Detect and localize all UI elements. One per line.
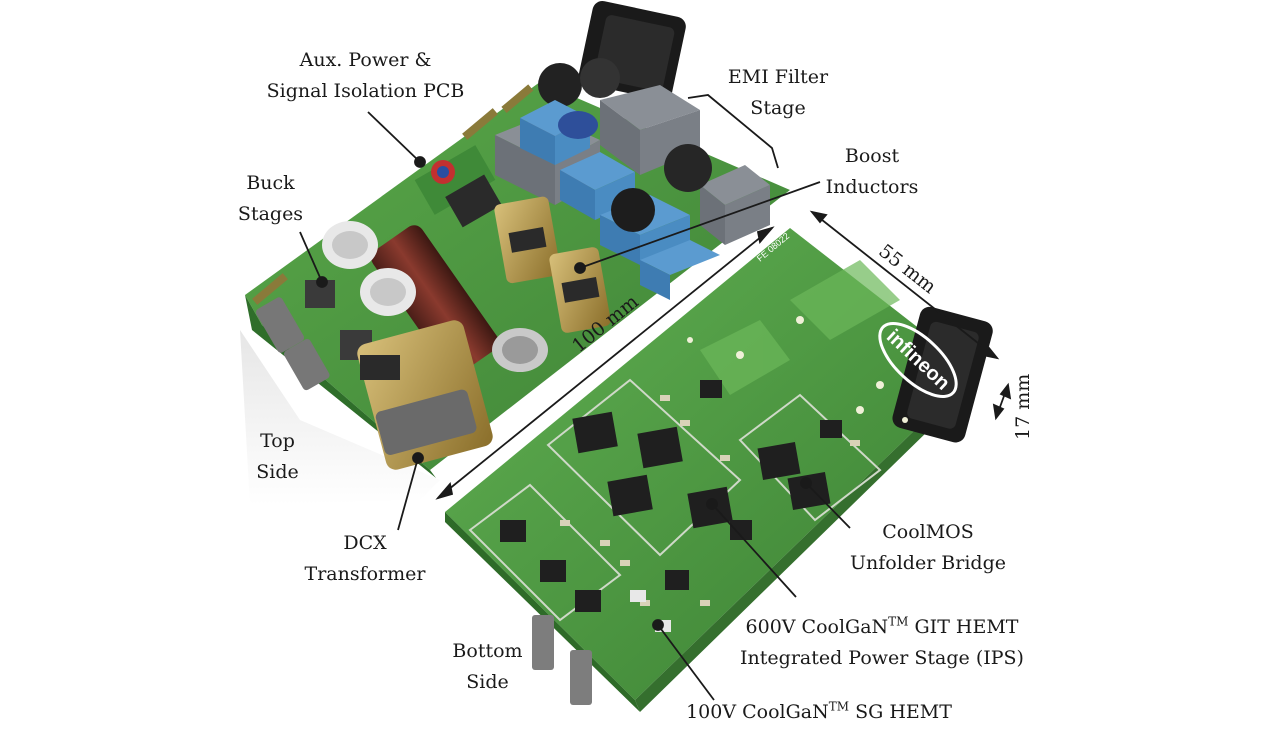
ic-packages bbox=[500, 380, 842, 612]
aux-pcb-components bbox=[414, 145, 502, 228]
bottom-board-side bbox=[635, 372, 975, 712]
coolgan-100-pre: 100V CoolGaN bbox=[686, 701, 829, 723]
label-aux-power-line2: Signal Isolation PCB bbox=[266, 80, 465, 102]
pcb-copper-pours bbox=[700, 260, 900, 395]
label-coolgan-600-line2: Integrated Power Stage (IPS) bbox=[740, 647, 1024, 669]
label-top-side-line1: Top bbox=[260, 430, 295, 452]
bottom-output-connectors bbox=[532, 615, 592, 705]
dimension-arrows bbox=[435, 210, 1012, 500]
emi-choke-1 bbox=[611, 188, 655, 232]
label-boost-inductors: Boost Inductors bbox=[822, 141, 922, 203]
coolgan-600-post: GIT HEMT bbox=[908, 616, 1019, 638]
label-dcx-transformer-line2: Transformer bbox=[304, 563, 426, 585]
top-ac-connector bbox=[538, 1, 686, 107]
label-aux-power-line1: Aux. Power & bbox=[299, 49, 432, 71]
top-edge-headers bbox=[252, 84, 534, 305]
smd-passives bbox=[560, 395, 860, 632]
label-coolmos-line1: CoolMOS bbox=[882, 521, 974, 543]
label-emi-filter-line2: Stage bbox=[750, 97, 806, 119]
coolgan-100-post: SG HEMT bbox=[849, 701, 952, 723]
label-bottom-side: Bottom Side bbox=[440, 636, 535, 698]
bottom-side-board: infineon FE 08022 bbox=[445, 228, 993, 712]
emi-filter-components bbox=[495, 85, 770, 245]
label-aux-power: Aux. Power & Signal Isolation PCB bbox=[258, 45, 473, 107]
electrolytic-capacitor bbox=[371, 225, 548, 375]
label-emi-filter-line1: EMI Filter bbox=[727, 66, 829, 88]
label-coolgan-600-line1: 600V CoolGaNTM GIT HEMT bbox=[722, 612, 1042, 643]
emi-filter-bracket bbox=[687, 94, 779, 169]
emi-choke-2 bbox=[664, 144, 712, 192]
buck-stage-components bbox=[255, 221, 416, 391]
coolgan-600-pre: 600V CoolGaN bbox=[745, 616, 889, 638]
leader-lines bbox=[299, 111, 851, 701]
dimension-height-label: 17 mm bbox=[1012, 373, 1034, 440]
label-dcx-transformer: DCX Transformer bbox=[300, 528, 430, 590]
label-top-side-line2: Side bbox=[256, 461, 299, 483]
label-coolmos: CoolMOS Unfolder Bridge bbox=[838, 517, 1018, 579]
dcx-transformer-part bbox=[357, 320, 493, 470]
label-boost-inductors-line1: Boost bbox=[844, 145, 900, 167]
label-bottom-side-line1: Bottom bbox=[452, 640, 523, 662]
coolgan-100-tm: TM bbox=[828, 699, 850, 714]
pcb-vias bbox=[687, 316, 908, 423]
bottom-ac-connector bbox=[892, 306, 993, 443]
label-coolgan-100-line1: 100V CoolGaNTM SG HEMT bbox=[664, 697, 974, 728]
top-side-board bbox=[245, 1, 790, 478]
label-boost-inductors-line2: Inductors bbox=[825, 176, 919, 198]
label-emi-filter: EMI Filter Stage bbox=[718, 62, 838, 124]
label-buck-stages: Buck Stages bbox=[228, 168, 313, 230]
label-bottom-side-line2: Side bbox=[466, 671, 509, 693]
label-dcx-transformer-line1: DCX bbox=[343, 532, 387, 554]
boost-inductors bbox=[494, 196, 611, 333]
label-buck-stages-line2: Stages bbox=[237, 203, 304, 225]
label-coolgan-600: 600V CoolGaNTM GIT HEMT Integrated Power… bbox=[722, 612, 1042, 674]
label-coolmos-line2: Unfolder Bridge bbox=[849, 552, 1007, 574]
label-coolgan-100: 100V CoolGaNTM SG HEMT bbox=[664, 697, 974, 728]
ips-outlines bbox=[468, 378, 882, 622]
label-top-side: Top Side bbox=[240, 426, 315, 488]
coolgan-600-tm: TM bbox=[888, 614, 909, 629]
label-buck-stages-line1: Buck bbox=[246, 172, 295, 194]
bottom-board-pcb bbox=[445, 228, 975, 700]
